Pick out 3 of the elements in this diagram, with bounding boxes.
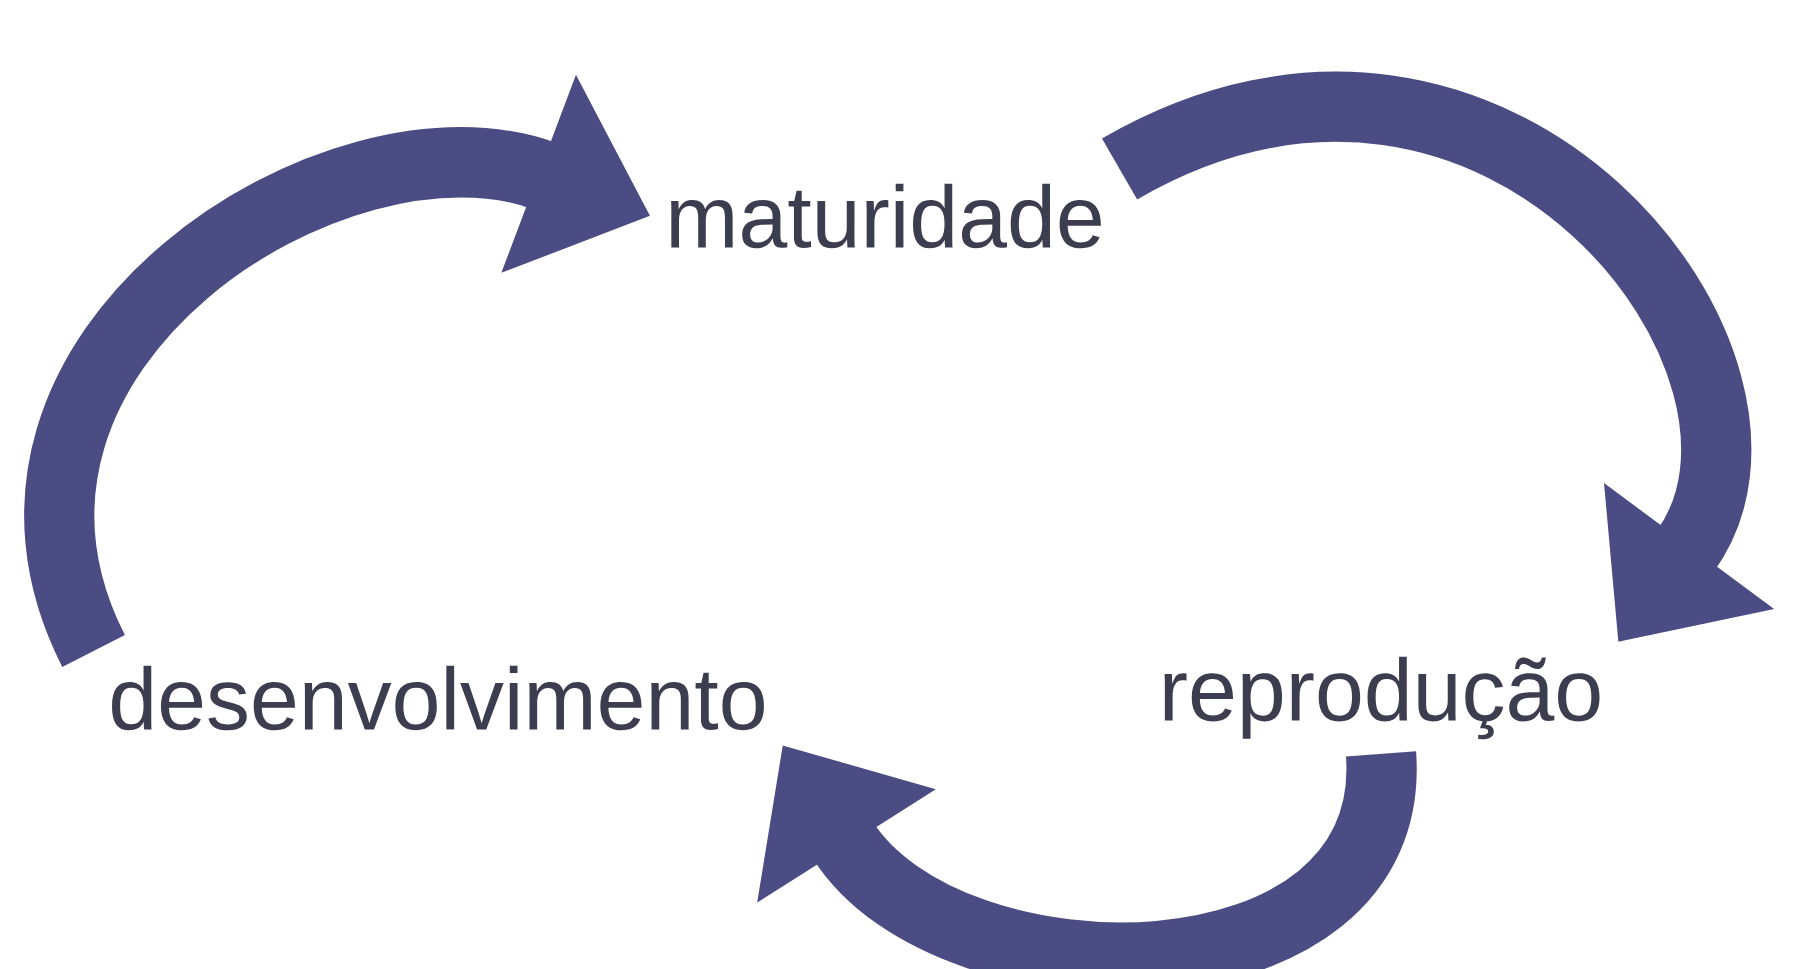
stage-label: reprodução (1164, 656, 1600, 740)
stage-label: desenvolvimento (112, 665, 764, 731)
stage-label: maturidade (671, 183, 1101, 249)
